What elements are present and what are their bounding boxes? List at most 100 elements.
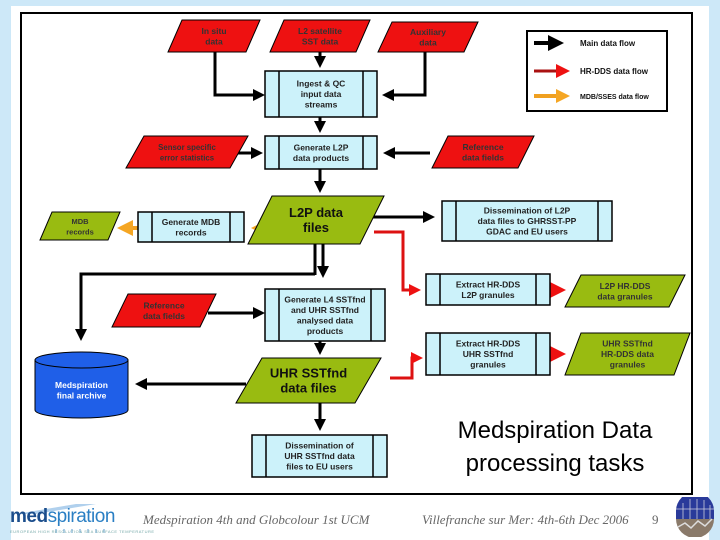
process-box (441, 200, 613, 242)
legend-label: HR-DDS data flow (580, 67, 649, 76)
node-label: and UHR SSTfnd (291, 305, 359, 315)
logo-subtitle: EUROPEAN HIGH RESOLUTION SEA SURFACE TEM… (10, 529, 155, 534)
node-label: data (205, 36, 223, 46)
legend-item-mdb: MDB/SSES data flow (534, 89, 649, 103)
node-label: L2P HR-DDS (600, 281, 651, 291)
logo-word-light: spiration (47, 506, 116, 527)
node-label: data files (280, 381, 336, 396)
page-number: 9 (652, 512, 659, 527)
node-label: Auxiliary (410, 27, 446, 37)
node-label: HR-DDS data (601, 349, 654, 359)
parallelogram-shape (431, 135, 535, 169)
cylinder-body (34, 359, 129, 419)
node-label: data products (293, 153, 349, 163)
process-box (425, 273, 551, 306)
parallelogram-shape (125, 135, 249, 169)
process-box (425, 332, 551, 376)
node-label: Dissemination of L2P (484, 206, 571, 216)
logo-word-bold: med (10, 506, 48, 527)
mdb-flow-arrow-icon (556, 89, 570, 103)
node-label: Sensor specific (158, 143, 216, 152)
node-label: UHR SSTfnd (463, 349, 514, 359)
node-label: data fields (462, 152, 504, 162)
node-label: Reference (143, 300, 184, 310)
node-label: GDAC and EU users (486, 227, 568, 237)
parallelogram-shape (167, 19, 261, 53)
node-label: In situ (201, 26, 226, 36)
node-label: UHR SSTfnd (270, 366, 347, 381)
node-label: files (303, 220, 329, 235)
parallelogram-shape (235, 357, 382, 404)
parallelogram-shape (39, 211, 121, 241)
node-label: data granules (597, 291, 653, 301)
legend: Main data flow HR-DDS data flow MDB/SSES… (526, 30, 668, 112)
process-box (264, 288, 386, 342)
node-label: Generate L4 SSTfnd (284, 294, 365, 304)
logo-wordmark: medspiration (10, 506, 115, 528)
node-label: SST data (302, 36, 339, 46)
parallelogram-shape (269, 19, 371, 53)
footer-event: Medspiration 4th and Globcolour 1st UCM (143, 512, 370, 527)
edge-aux-ingest (382, 52, 427, 101)
process-box (264, 135, 378, 170)
node-label: files to EU users (286, 462, 353, 472)
logo-swoosh-icon (16, 504, 105, 533)
node-label: input data (301, 89, 342, 99)
node-label: MDB (71, 217, 89, 226)
node-label: L2 satellite (298, 26, 342, 36)
node-label: granules (470, 360, 506, 370)
node-label: Medspiration (55, 380, 108, 390)
globcolour-emblem-icon (676, 497, 714, 537)
node-label: Dissemination of (285, 441, 354, 451)
edge-l2p-extract (374, 230, 421, 296)
edge-l2p-archive (75, 272, 315, 341)
node-label: final archive (57, 390, 107, 400)
node-label: records (66, 227, 94, 236)
node-label: data (419, 37, 437, 47)
node-label: data fields (143, 311, 185, 321)
hrdds-flow-arrow-icon (556, 64, 570, 78)
node-label: Extract HR-DDS (456, 339, 521, 349)
process-box (251, 434, 388, 478)
node-label: streams (305, 100, 338, 110)
parallelogram-shape (111, 293, 217, 328)
node-label: Generate MDB (162, 217, 221, 227)
node-label: products (307, 326, 344, 336)
node-label: data files to GHRSST-PP (478, 216, 577, 226)
node-label: records (175, 227, 206, 237)
node-label: L2P granules (461, 290, 514, 300)
node-label: granules (610, 360, 646, 370)
node-label: error statistics (160, 153, 215, 162)
edge-uhr-extract (390, 352, 423, 380)
medspiration-logo: medspiration EUROPEAN HIGH RESOLUTION SE… (6, 502, 154, 538)
process-box (137, 211, 245, 243)
process-box (264, 70, 378, 118)
parallelogram-shape (377, 21, 479, 53)
node-label: Reference (462, 142, 503, 152)
node-label: analysed data (297, 315, 353, 325)
legend-label: Main data flow (580, 39, 636, 48)
node-label: UHR SSTfnd data (284, 451, 355, 461)
node-label: Generate L2P (294, 142, 349, 152)
parallelogram-shape (564, 332, 691, 376)
node-label: Extract HR-DDS (456, 279, 521, 289)
